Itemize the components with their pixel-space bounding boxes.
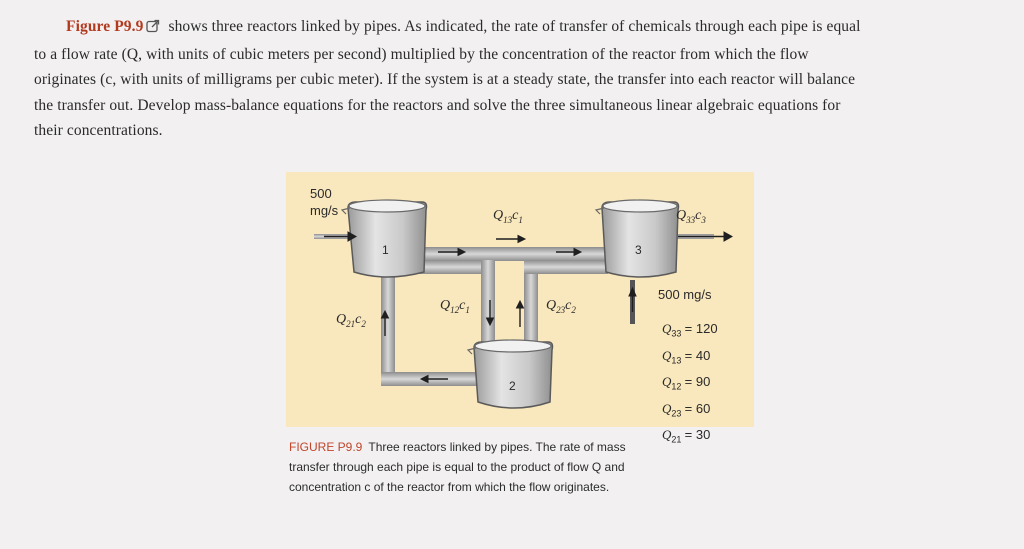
flow-value-q33: Q33 = 120 bbox=[662, 321, 718, 339]
flow-label-q33: Q33c3 bbox=[676, 208, 706, 225]
caption-line-2: transfer through each pipe is equal to t… bbox=[289, 460, 625, 474]
reactor-diagram bbox=[314, 199, 734, 409]
flow-value-q21: Q21 = 30 bbox=[662, 427, 711, 445]
pipe-1-to-2-vertical bbox=[481, 260, 495, 346]
inflow-right-label: 500 mg/s bbox=[658, 287, 712, 302]
flow-label-q13: Q13c1 bbox=[493, 208, 523, 225]
reactor-figure: 500 mg/s 1 2 3 Q13c1 Q33c3 Q12c1 Q23c2 Q… bbox=[286, 172, 754, 445]
inflow-top-unit: mg/s bbox=[310, 203, 339, 218]
problem-statement: Figure P9.9 shows three reactors linked … bbox=[34, 14, 994, 144]
reactor-3 bbox=[594, 199, 680, 278]
reactor-1-label: 1 bbox=[382, 243, 389, 257]
reactor-3-label: 3 bbox=[635, 243, 642, 257]
flow-value-q12: Q12 = 90 bbox=[662, 374, 711, 392]
external-link-icon[interactable] bbox=[146, 16, 160, 42]
problem-line-4: the transfer out. Develop mass-balance e… bbox=[34, 96, 841, 114]
pipe-1-to-2-horizontal bbox=[416, 260, 488, 274]
reactor-2 bbox=[466, 339, 554, 409]
flow-label-q23: Q23c2 bbox=[546, 298, 576, 315]
problem-line-2: to a flow rate (Q, with units of cubic m… bbox=[34, 45, 809, 63]
caption-line-3: concentration c of the reactor from whic… bbox=[289, 480, 610, 494]
inflow-top-value: 500 bbox=[310, 186, 332, 201]
problem-text-1: shows three reactors linked by pipes. As… bbox=[168, 18, 861, 35]
flow-values-list: Q33 = 120 Q13 = 40 Q12 = 90 Q23 = 60 Q21… bbox=[662, 318, 718, 451]
reactor-1 bbox=[340, 199, 428, 278]
flow-value-q23: Q23 = 60 bbox=[662, 400, 711, 419]
inflow-top-label: 500 mg/s bbox=[310, 185, 338, 219]
figure-reference-link[interactable]: Figure P9.9 bbox=[66, 18, 144, 35]
caption-label: FIGURE P9.9 bbox=[289, 440, 363, 454]
reactor-2-label: 2 bbox=[509, 379, 516, 393]
pipe-2-to-3-vertical bbox=[524, 260, 538, 346]
problem-line-5: their concentrations. bbox=[34, 122, 163, 139]
problem-line-3: originates (c, with units of milligrams … bbox=[34, 71, 856, 88]
flow-label-q21: Q21c2 bbox=[336, 312, 366, 329]
flow-value-q13: Q13 = 40 bbox=[662, 347, 711, 366]
pipe-1-to-3 bbox=[416, 247, 608, 261]
problem-line-1: Figure P9.9 shows three reactors linked … bbox=[34, 14, 994, 42]
pipe-2-to-1-vertical bbox=[381, 277, 395, 380]
flow-label-q12: Q12c1 bbox=[440, 298, 470, 315]
flow-arrows bbox=[324, 231, 734, 384]
pipe-2-to-3-horizontal bbox=[524, 260, 608, 274]
